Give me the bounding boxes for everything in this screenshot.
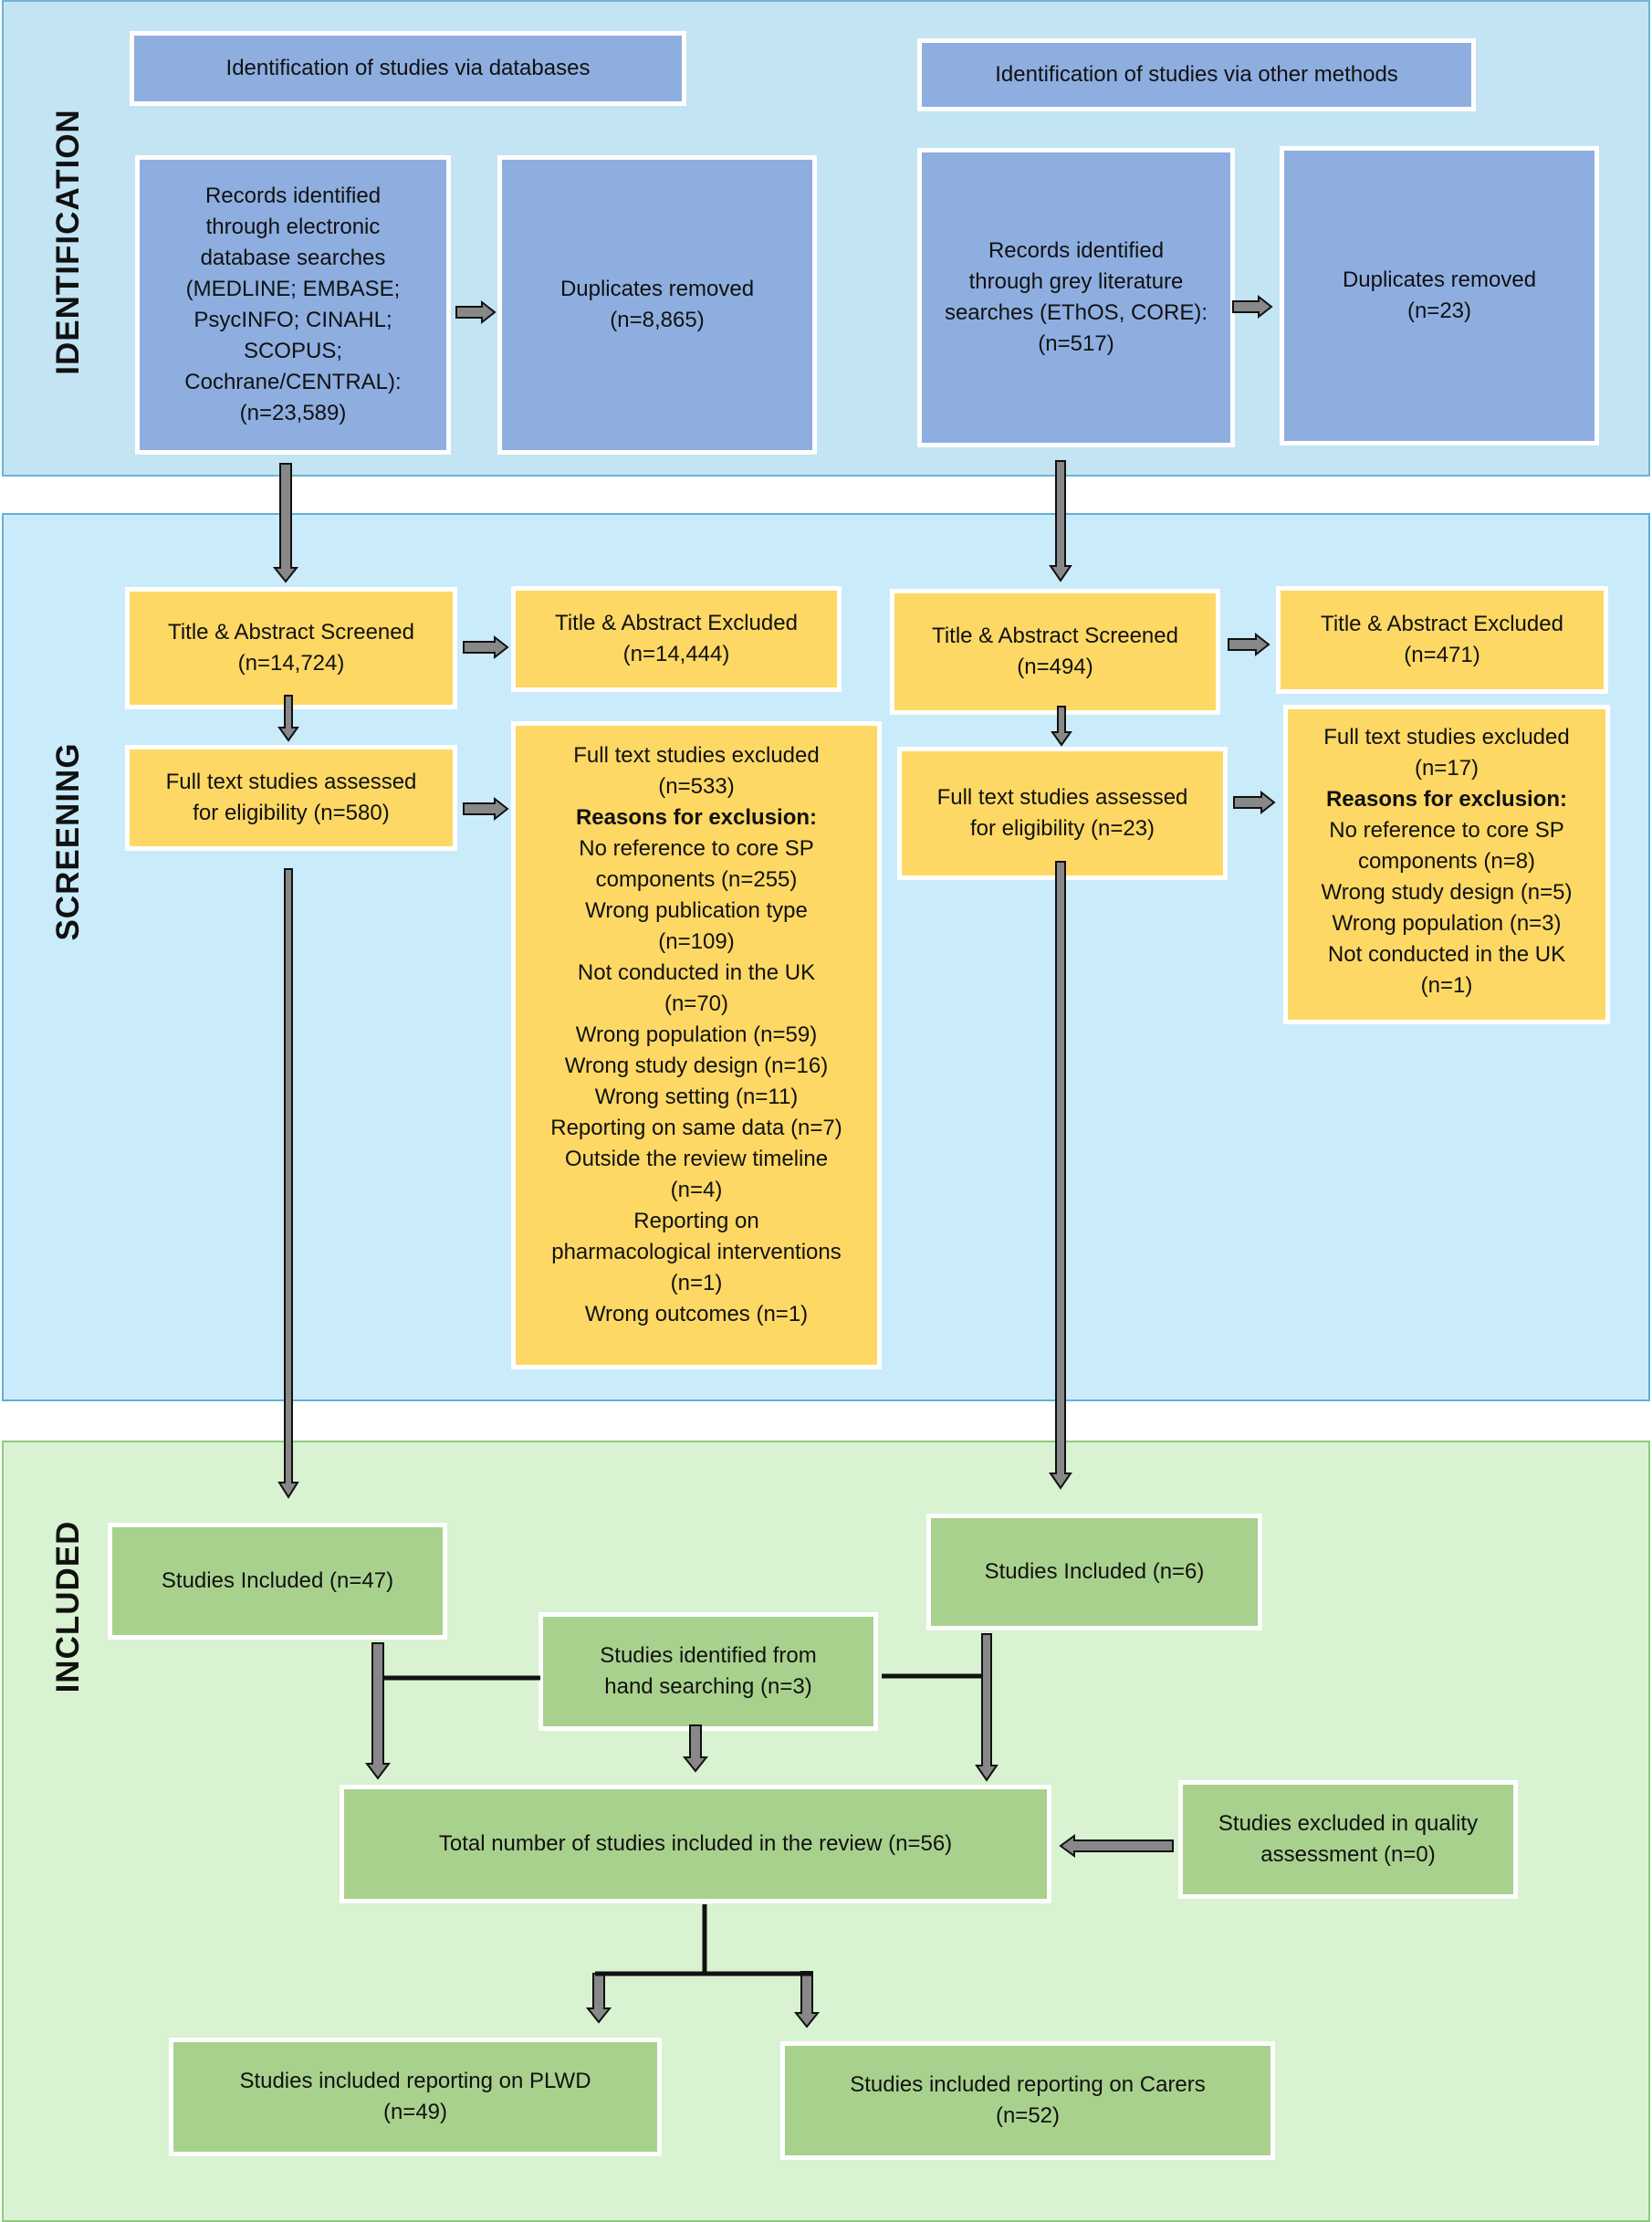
arrow-right	[463, 634, 509, 660]
fulltext-excluded-count: (n=533)	[658, 774, 735, 799]
reasons-label: Reasons for exclusion:	[575, 805, 818, 830]
grey-fulltext-excluded-box: Full text studies excluded (n=17) Reason…	[1283, 705, 1610, 1024]
reason-line: No reference to core SP	[579, 836, 814, 861]
database-studies-included-box: Studies Included (n=47)	[108, 1523, 447, 1640]
reason-line: Wrong publication type	[585, 898, 808, 923]
database-records-box: Records identified through electronic da…	[135, 155, 451, 455]
grey-title-abstract-excluded-box: Title & Abstract Excluded (n=471)	[1276, 586, 1608, 694]
quality-excluded-box: Studies excluded in quality assessment (…	[1178, 1780, 1518, 1899]
fulltext-excluded-count: (n=17)	[1414, 756, 1479, 781]
reason-line: Wrong study design (n=5)	[1321, 880, 1573, 905]
reason-line: components (n=8)	[1357, 849, 1536, 874]
plwd-box: Studies included reporting on PLWD (n=49…	[169, 2038, 662, 2156]
reason-line: (n=1)	[670, 1271, 723, 1295]
database-fulltext-assessed-box: Full text studies assessed for eligibili…	[125, 745, 457, 851]
grey-title-abstract-screened-box: Title & Abstract Screened (n=494)	[890, 589, 1220, 715]
arrow-down	[365, 1642, 391, 1780]
arrow-down	[272, 463, 299, 583]
reason-line: Reporting on same data (n=7)	[550, 1116, 842, 1140]
arrow-right	[1232, 294, 1273, 320]
reasons-label: Reasons for exclusion:	[1325, 787, 1568, 812]
reason-line: Not conducted in the UK	[1327, 942, 1566, 967]
arrow-right	[463, 796, 509, 822]
database-title-abstract-excluded-box: Title & Abstract Excluded (n=14,444)	[511, 586, 842, 692]
reason-line: Wrong setting (n=11)	[594, 1085, 799, 1109]
hand-search-box: Studies identified from hand searching (…	[538, 1612, 878, 1731]
reason-line: pharmacological interventions	[551, 1240, 842, 1264]
arrow-down	[1049, 460, 1072, 582]
arrow-right	[1233, 790, 1276, 815]
arrow-right	[1228, 632, 1270, 657]
arrow-down	[682, 1724, 709, 1773]
reason-line: (n=109)	[658, 929, 735, 954]
carers-box: Studies included reporting on Carers (n=…	[780, 2041, 1275, 2160]
reason-line: Wrong population (n=3)	[1332, 911, 1562, 936]
grey-duplicates-box: Duplicates removed (n=23)	[1280, 146, 1599, 445]
reason-line: Wrong population (n=59)	[575, 1022, 818, 1047]
arrow-down	[585, 1973, 612, 2024]
database-fulltext-excluded-box: Full text studies excluded (n=533) Reaso…	[511, 721, 882, 1369]
reason-line: Wrong outcomes (n=1)	[584, 1302, 809, 1326]
reason-line: Reporting on	[633, 1209, 759, 1233]
arrow-down	[277, 695, 299, 742]
arrow-down	[793, 1971, 821, 2028]
reason-line: components (n=255)	[595, 867, 798, 892]
arrow-down	[277, 868, 299, 1499]
reason-line: Not conducted in the UK	[577, 960, 816, 985]
grey-fulltext-assessed-box: Full text studies assessed for eligibili…	[897, 747, 1228, 880]
total-included-box: Total number of studies included in the …	[340, 1785, 1051, 1903]
grey-literature-records-box: Records identified through grey literatu…	[917, 148, 1235, 447]
arrow-down	[1051, 706, 1072, 747]
reason-line: (n=1)	[1420, 973, 1473, 998]
reason-line: (n=4)	[670, 1178, 723, 1202]
grey-studies-included-box: Studies Included (n=6)	[926, 1514, 1262, 1630]
fulltext-excluded-heading: Full text studies excluded	[1323, 725, 1570, 749]
reason-line: Outside the review timeline	[564, 1147, 829, 1171]
database-title-abstract-screened-box: Title & Abstract Screened (n=14,724)	[125, 587, 457, 709]
other-methods-header: Identification of studies via other meth…	[917, 38, 1476, 111]
fulltext-excluded-heading: Full text studies excluded	[573, 743, 820, 768]
databases-header: Identification of studies via databases	[130, 31, 686, 106]
reason-line: (n=70)	[664, 991, 729, 1016]
reason-line: No reference to core SP	[1329, 818, 1564, 843]
arrow-down	[975, 1633, 999, 1782]
database-duplicates-box: Duplicates removed (n=8,865)	[497, 155, 817, 455]
arrow-left	[1059, 1834, 1174, 1858]
arrow-down	[1049, 861, 1072, 1490]
arrow-right	[455, 299, 497, 325]
reason-line: Wrong study design (n=16)	[564, 1053, 829, 1078]
